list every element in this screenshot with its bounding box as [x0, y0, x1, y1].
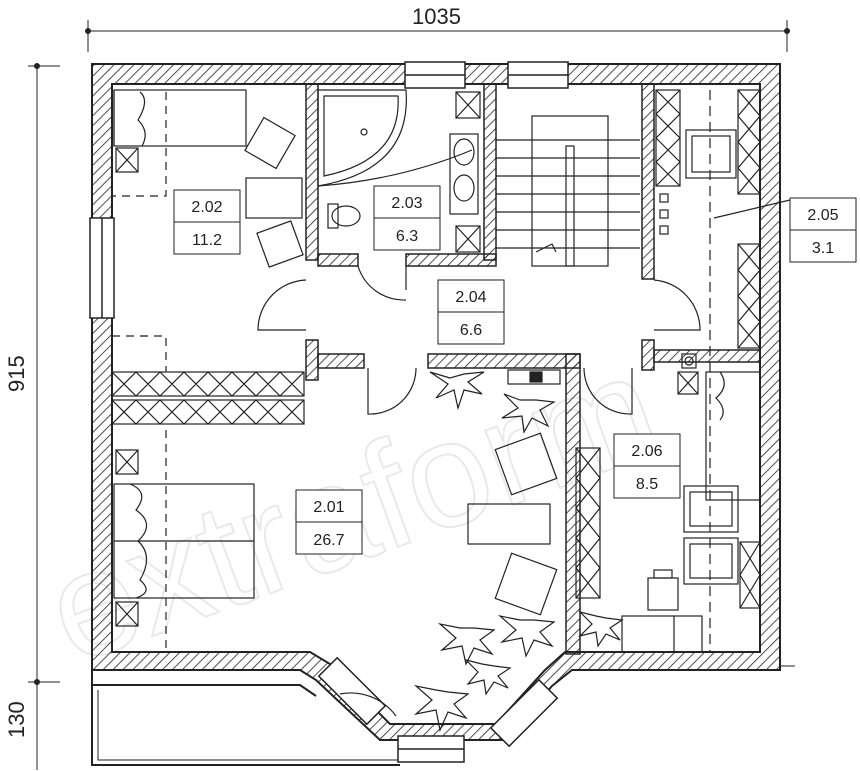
room-id: 2.01: [313, 499, 344, 516]
room-id: 2.03: [391, 195, 422, 212]
room-2-01-furniture: [112, 335, 558, 652]
dimension-lines: [28, 20, 795, 770]
bathroom-fixtures: [317, 89, 481, 253]
dim-width: 1035: [412, 4, 461, 29]
room-2-02-furniture: [112, 89, 304, 268]
room-area: 3.1: [812, 240, 834, 257]
wardrobe-2-01: [111, 371, 305, 425]
balcony-rail: [97, 690, 398, 761]
room-id: 2.05: [807, 207, 838, 224]
room-area: 26.7: [313, 532, 344, 549]
room-label-2-06: 2.06 8.5: [613, 433, 681, 499]
room-label-2-04: 2.04 6.6: [437, 279, 505, 345]
staircase: [496, 115, 640, 267]
dim-height-main: 915: [4, 355, 29, 392]
room-id: 2.06: [631, 443, 662, 460]
room-2-06-furniture: [507, 353, 761, 653]
room-label-2-01: 2.01 26.7: [295, 489, 363, 555]
room-id: 2.02: [191, 199, 222, 216]
interior-walls: [305, 83, 761, 655]
room-area: 8.5: [636, 476, 658, 493]
dim-height-balcony: 130: [4, 701, 29, 738]
balcony-outline: [91, 670, 400, 766]
room-area: 6.3: [396, 228, 418, 245]
room-area: 11.2: [192, 232, 222, 249]
room-label-2-02: 2.02 11.2: [173, 189, 241, 255]
plants: [413, 371, 624, 732]
windows: [89, 61, 569, 763]
room-2-05-storage: [655, 89, 791, 652]
room-area: 6.6: [460, 322, 482, 339]
doors: [257, 265, 701, 717]
room-label-2-03: 2.03 6.3: [373, 185, 441, 251]
room-label-2-05: 2.05 3.1: [789, 197, 857, 263]
room-id: 2.04: [455, 289, 486, 306]
